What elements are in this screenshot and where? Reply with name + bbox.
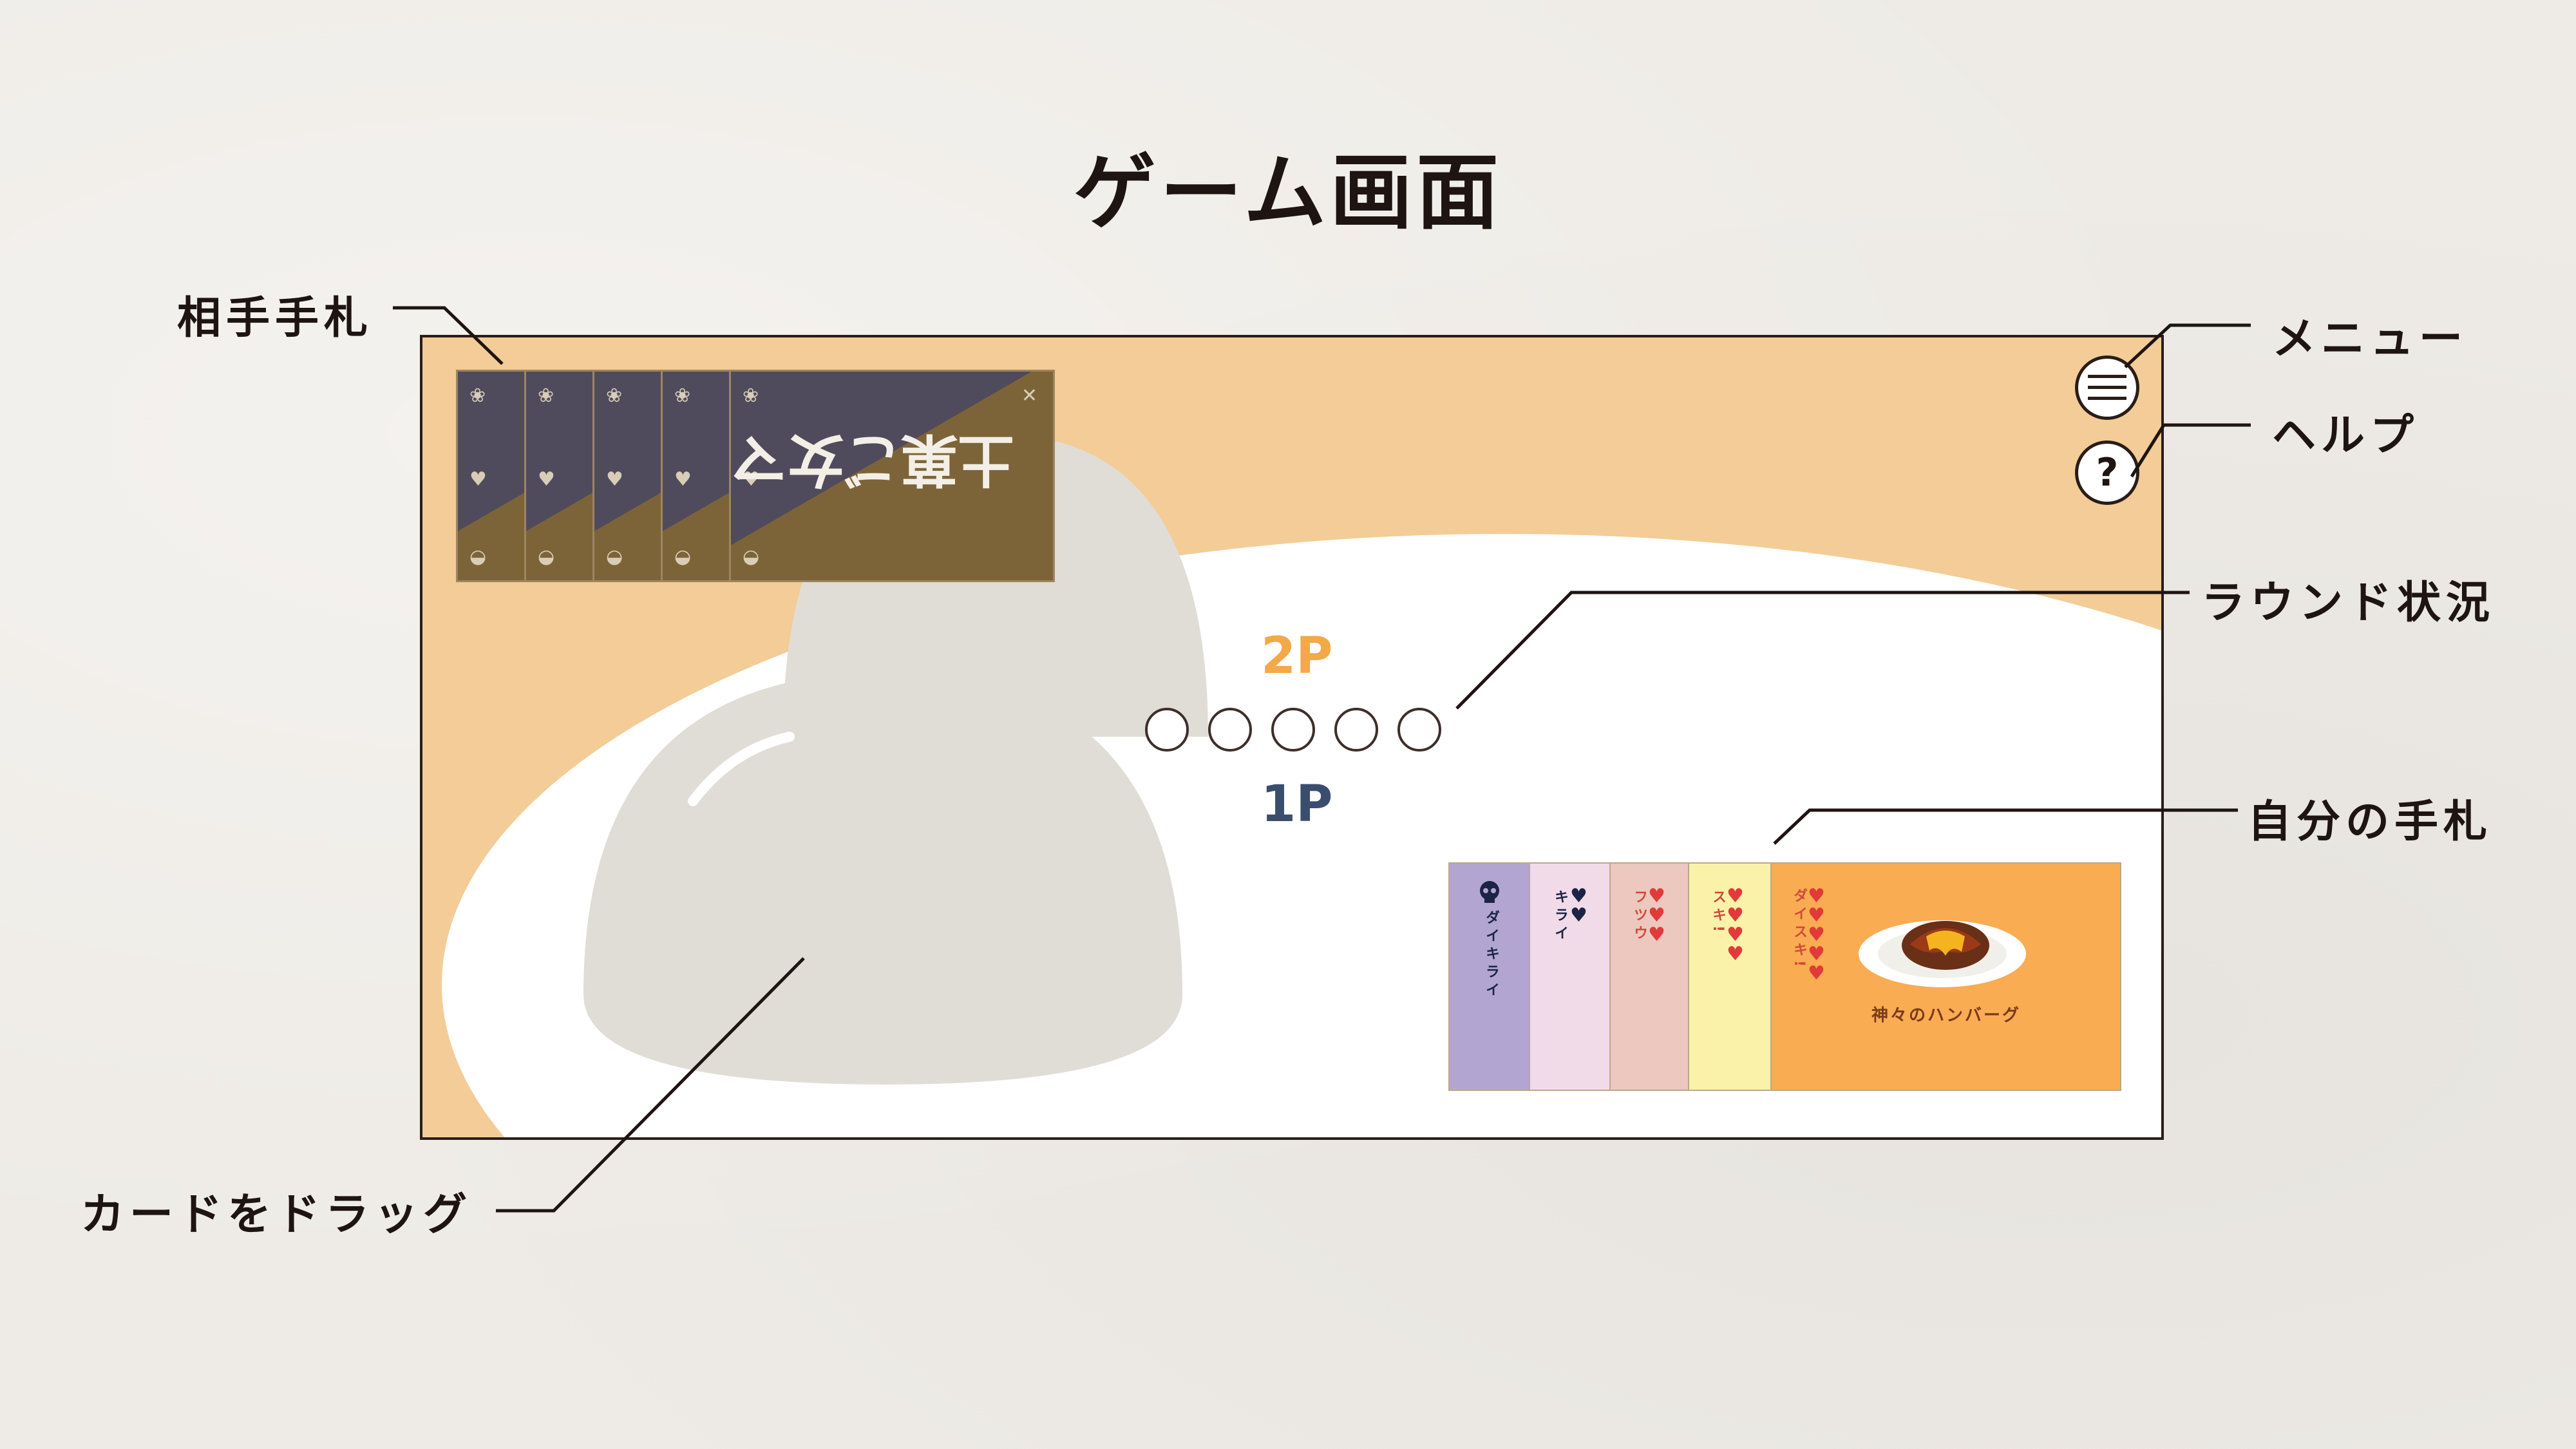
player1-label: 1P — [1261, 775, 1333, 833]
player2-label: 2P — [1261, 627, 1333, 685]
hamburg-steak-icon — [1859, 920, 2026, 987]
card-label: ダイキライ — [1483, 910, 1499, 1000]
heart-icons: ♥♥♥♥♥ — [1808, 885, 1825, 985]
callout-my-hand: 自分の手札 — [2248, 797, 2493, 848]
heart-icons: ♥♥♥♥ — [1727, 885, 1744, 965]
page-title: ゲーム画面 — [1073, 145, 1503, 241]
plate-icon: ◒ — [606, 545, 623, 568]
callout-drag-card: カードをドラッグ — [80, 1189, 473, 1240]
card-label: ダイスキ! — [1791, 888, 1807, 971]
opponent-card-front: ❀ ♥ ◒ ✕ 土菓ご女マ — [729, 370, 1055, 582]
plate-icon: ◒ — [469, 545, 487, 568]
plate-icon: ◒ — [538, 545, 555, 568]
plate-icon: ◒ — [674, 545, 692, 568]
help-icon: ? — [2096, 450, 2119, 495]
plate-icon: ◒ — [743, 545, 760, 568]
help-button[interactable]: ? — [2075, 440, 2139, 505]
callout-help: ヘルプ — [2272, 410, 2420, 461]
card-label: キライ — [1552, 889, 1568, 943]
rose-icon: ❀ — [606, 384, 623, 407]
card-title: 神々のハンバーグ — [1871, 1006, 2022, 1025]
opponent-hand: ❀ ♥ ◒ ❀ ♥ ◒ ❀ ♥ ◒ ❀ ♥ ◒ ❀ ♥ ◒ ✕ 土菓ご女マ — [456, 370, 1055, 582]
rose-icon: ❀ — [469, 384, 486, 407]
rose-icon: ❀ — [538, 384, 554, 407]
round-mark — [1208, 708, 1252, 752]
callout-menu: メニュー — [2272, 314, 2468, 365]
round-mark — [1334, 708, 1378, 752]
card-label: スキ! — [1710, 889, 1726, 936]
fork-icon: ✕ — [1021, 384, 1037, 407]
heart-icon: ♥ — [538, 468, 555, 491]
round-mark — [1145, 708, 1189, 752]
round-mark — [1271, 708, 1315, 752]
my-hand: ダイキライ キライ ♥♥ フツウ ♥♥♥ スキ! ♥♥♥♥ ダイスキ! ♥♥♥♥… — [1448, 862, 2121, 1091]
game-screen: ❀ ♥ ◒ ❀ ♥ ◒ ❀ ♥ ◒ ❀ ♥ ◒ ❀ ♥ ◒ ✕ 土菓ご女マ 2P — [420, 335, 2164, 1140]
rose-icon: ❀ — [674, 384, 691, 407]
heart-icons: ♥♥♥ — [1648, 885, 1665, 946]
hamburger-icon — [2088, 375, 2126, 400]
rose-icon: ❀ — [743, 384, 759, 407]
callout-round-status: ラウンド状況 — [2201, 578, 2496, 629]
player-cloche[interactable] — [577, 634, 1195, 1123]
heart-icons: ♥♥ — [1570, 885, 1587, 927]
heart-icon: ♥ — [743, 468, 760, 491]
callout-opponent-hand: 相手手札 — [177, 293, 374, 344]
card-daisuki[interactable]: ダイスキ! ♥♥♥♥♥ 神々のハンバーグ — [1770, 862, 2121, 1091]
round-indicator — [1145, 708, 1448, 753]
heart-icon: ♥ — [469, 468, 487, 491]
heart-icon: ♥ — [606, 468, 623, 491]
menu-button[interactable] — [2075, 355, 2139, 420]
heart-icon: ♥ — [674, 468, 692, 491]
round-mark — [1397, 708, 1441, 752]
skull-icon — [1480, 881, 1499, 903]
card-label: フツウ — [1631, 889, 1647, 943]
